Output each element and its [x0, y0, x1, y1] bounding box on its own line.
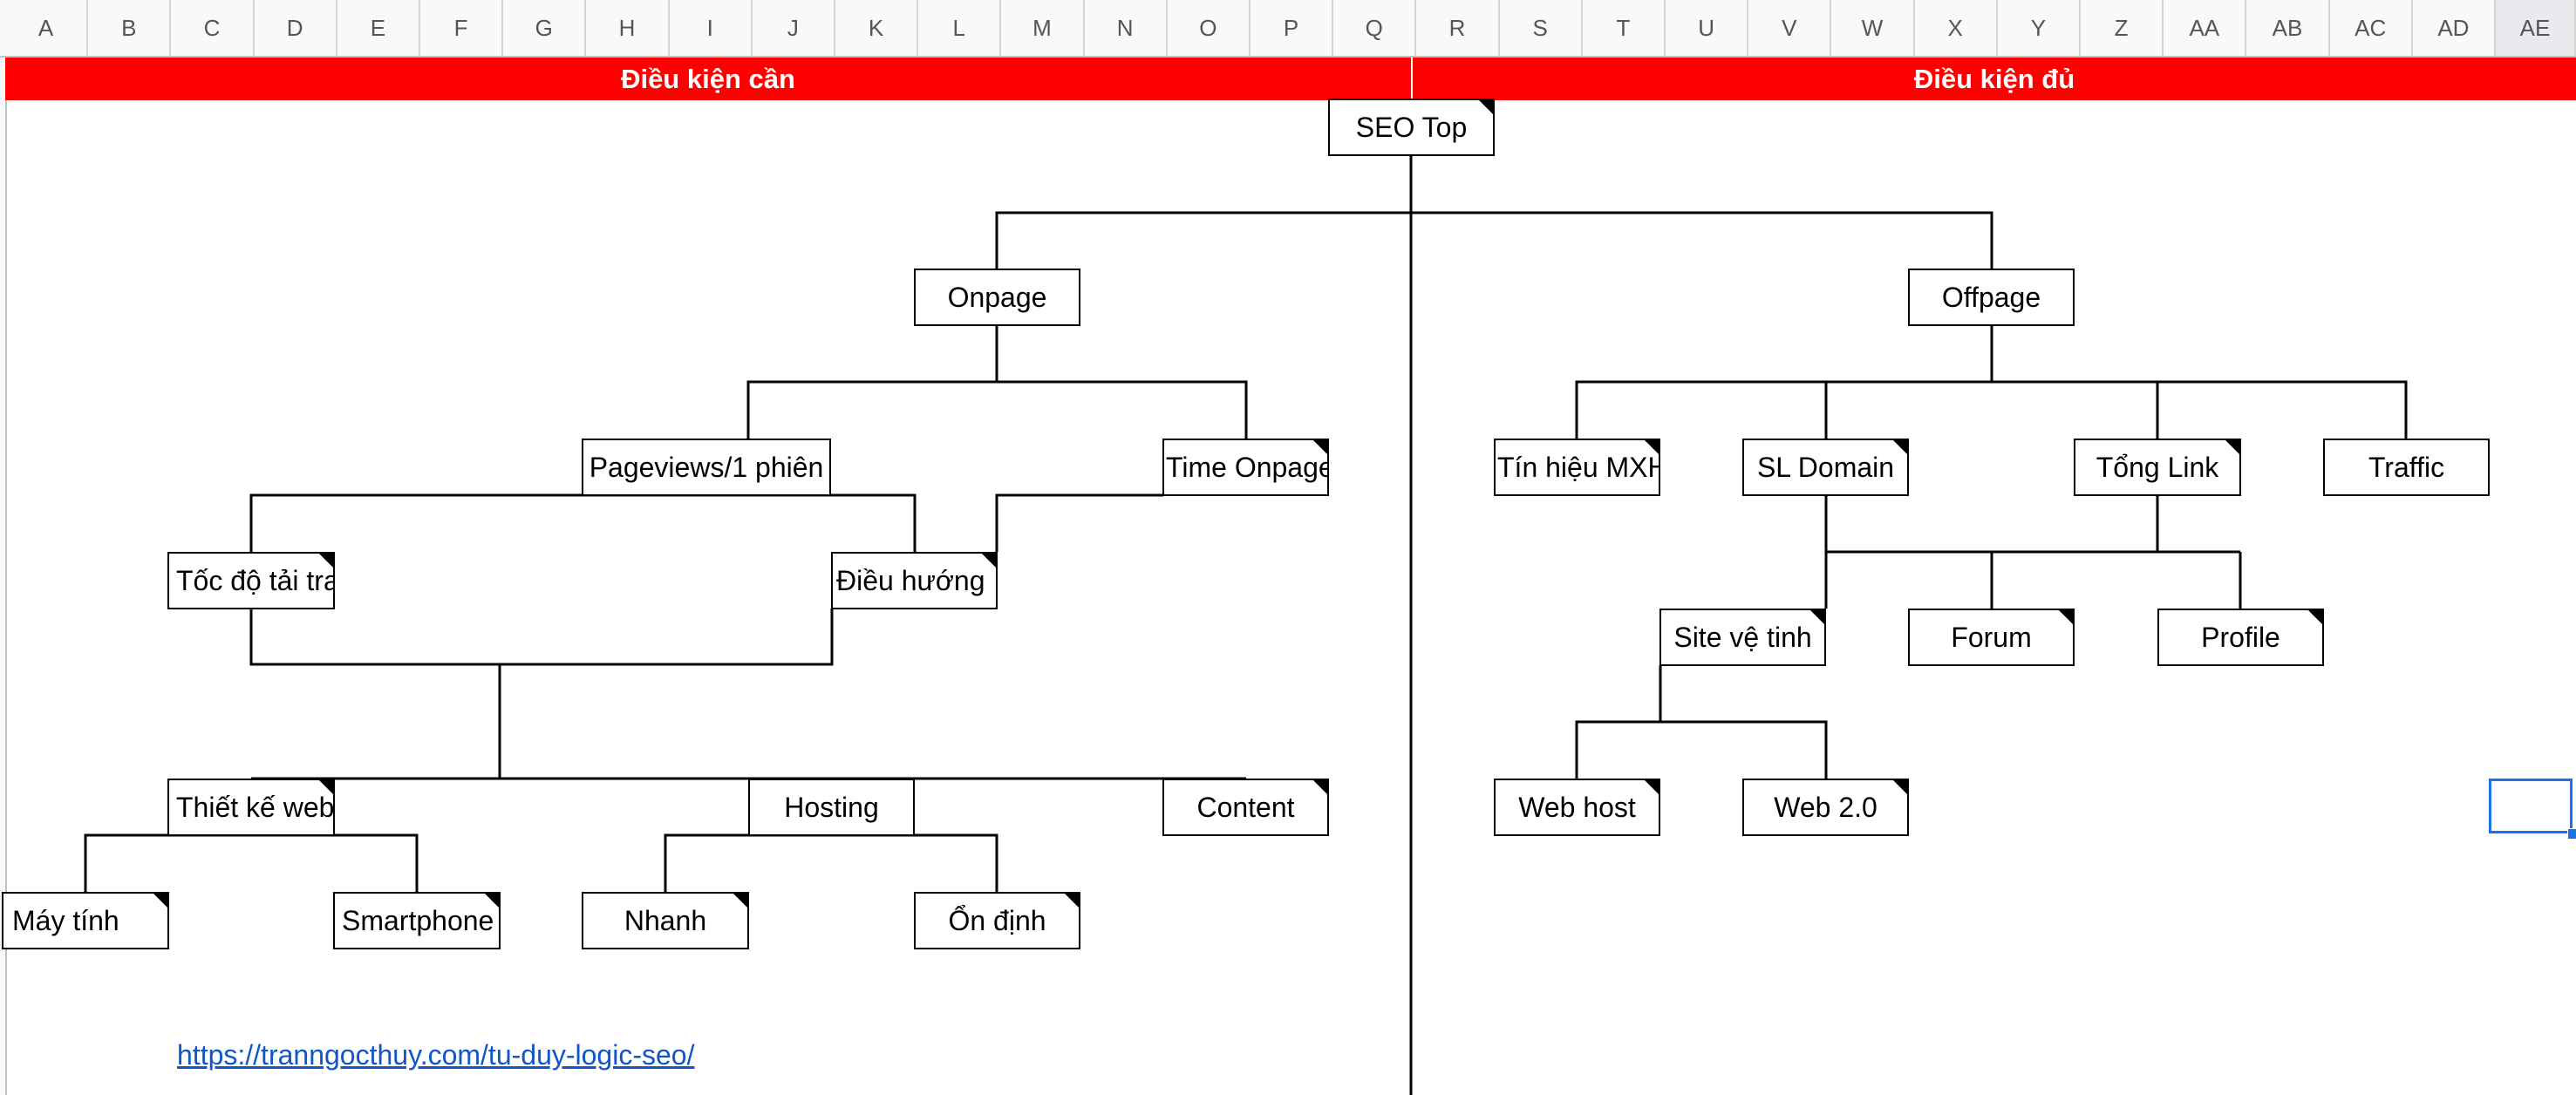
node-sl-domain[interactable]: SL Domain	[1742, 439, 1909, 496]
banner-dieu-kien-can: Điều kiện cần	[5, 58, 1411, 100]
column-header-i[interactable]: I	[670, 0, 753, 56]
node-nhanh[interactable]: Nhanh	[582, 892, 749, 949]
active-cell-selection[interactable]	[2489, 779, 2573, 833]
column-header-b[interactable]: B	[88, 0, 172, 56]
column-header-r[interactable]: R	[1416, 0, 1500, 56]
column-header-w[interactable]: W	[1831, 0, 1915, 56]
node-thiet-ke-web[interactable]: Thiết kế web	[167, 779, 335, 836]
node-traffic[interactable]: Traffic	[2323, 439, 2490, 496]
node-onpage[interactable]: Onpage	[914, 269, 1080, 326]
node-tin-hieu-mxh[interactable]: Tín hiệu MXH	[1494, 439, 1660, 496]
column-header-o[interactable]: O	[1168, 0, 1251, 56]
node-forum[interactable]: Forum	[1908, 609, 2075, 666]
column-header-s[interactable]: S	[1500, 0, 1583, 56]
node-toc-do-tai-trang[interactable]: Tốc độ tải trang	[167, 552, 335, 609]
column-header-p[interactable]: P	[1251, 0, 1334, 56]
column-header-c[interactable]: C	[171, 0, 255, 56]
column-header-e[interactable]: E	[337, 0, 420, 56]
node-may-tinh[interactable]: Máy tính	[2, 892, 169, 949]
column-header-a[interactable]: A	[5, 0, 89, 56]
row-header-gutter	[0, 58, 7, 1095]
node-profile[interactable]: Profile	[2157, 609, 2324, 666]
column-header-l[interactable]: L	[918, 0, 1002, 56]
banner-dieu-kien-du: Điều kiện đủ	[1413, 58, 2576, 100]
column-header-t[interactable]: T	[1583, 0, 1666, 56]
column-header-n[interactable]: N	[1085, 0, 1168, 56]
column-header-m[interactable]: M	[1001, 0, 1085, 56]
node-pageviews[interactable]: Pageviews/1 phiên	[582, 439, 831, 496]
node-offpage[interactable]: Offpage	[1908, 269, 2075, 326]
column-header-k[interactable]: K	[835, 0, 919, 56]
column-header-ad[interactable]: AD	[2413, 0, 2496, 56]
column-header-v[interactable]: V	[1748, 0, 1832, 56]
column-header-u[interactable]: U	[1666, 0, 1749, 56]
node-site-ve-tinh[interactable]: Site vệ tinh	[1659, 609, 1826, 666]
column-header-y[interactable]: Y	[1998, 0, 2081, 56]
node-web-host[interactable]: Web host	[1494, 779, 1660, 836]
column-header-ab[interactable]: AB	[2246, 0, 2330, 56]
node-smartphone[interactable]: Smartphone	[333, 892, 501, 949]
node-hosting[interactable]: Hosting	[748, 779, 915, 836]
reference-link[interactable]: https://tranngocthuy.com/tu-duy-logic-se…	[177, 1039, 695, 1071]
node-time-onpage[interactable]: Time Onpage	[1162, 439, 1329, 496]
node-seo-top[interactable]: SEO Top	[1328, 99, 1495, 156]
column-header-q[interactable]: Q	[1333, 0, 1417, 56]
column-header-f[interactable]: F	[420, 0, 504, 56]
column-header-ac[interactable]: AC	[2330, 0, 2413, 56]
node-web-20[interactable]: Web 2.0	[1742, 779, 1909, 836]
column-header-aa[interactable]: AA	[2164, 0, 2247, 56]
node-on-dinh[interactable]: Ổn định	[914, 892, 1080, 949]
column-header-z[interactable]: Z	[2081, 0, 2164, 56]
node-content[interactable]: Content	[1162, 779, 1329, 836]
column-header-ae[interactable]: AE	[2496, 0, 2576, 56]
node-dieu-huong[interactable]: Điều hướng	[831, 552, 998, 609]
column-header-h[interactable]: H	[586, 0, 670, 56]
column-header-x[interactable]: X	[1915, 0, 1998, 56]
fill-handle[interactable]	[2567, 828, 2576, 840]
column-header-g[interactable]: G	[503, 0, 587, 56]
node-tong-link[interactable]: Tổng Link	[2074, 439, 2241, 496]
column-header-j[interactable]: J	[753, 0, 835, 56]
column-header-d[interactable]: D	[255, 0, 337, 56]
